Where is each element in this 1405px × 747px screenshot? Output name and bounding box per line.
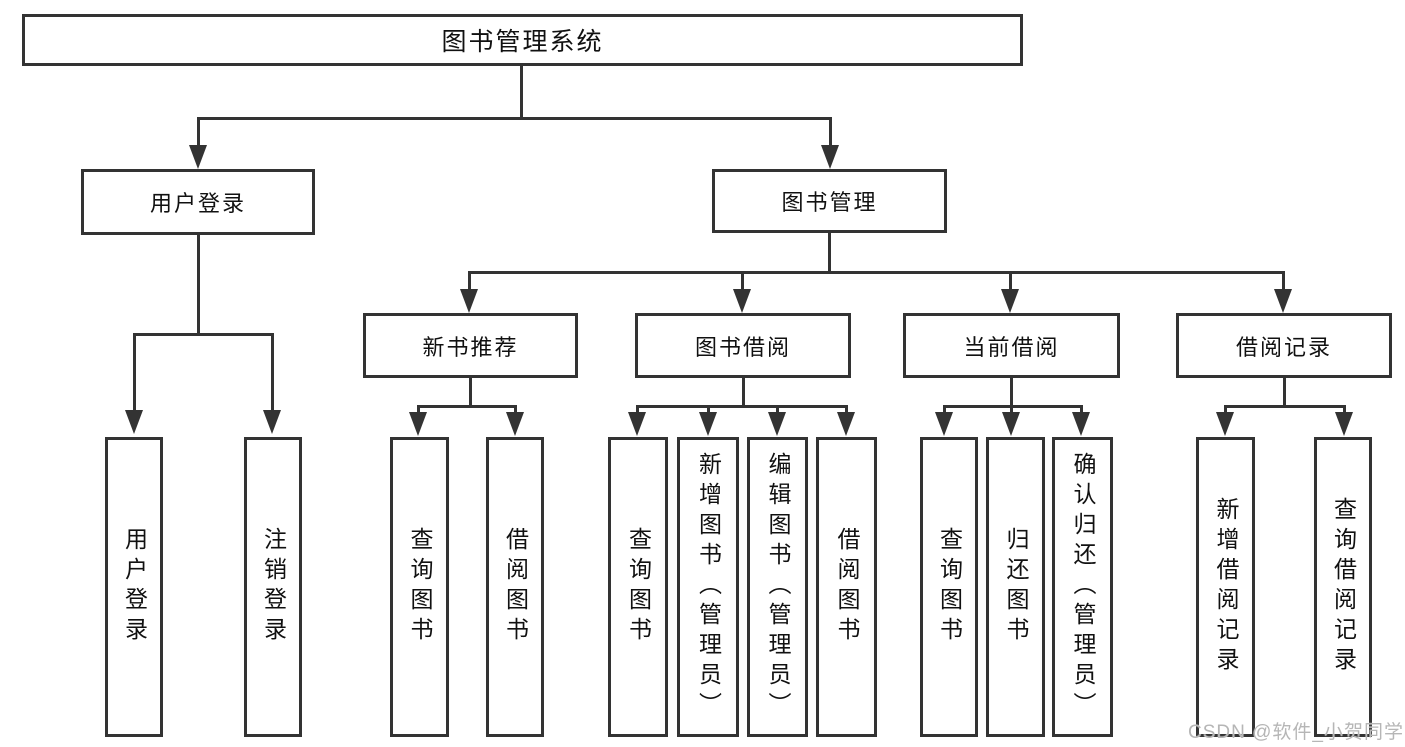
connector-arrow-down [409,412,427,436]
leaf-label: 确认归还（管理员） [1070,452,1096,722]
connector-line [468,271,1285,274]
connector-line [469,378,472,407]
leaf-query-books-recommend: 查询图书 [390,437,449,737]
leaf-add-books-admin: 新增图书（管理员） [677,437,739,737]
leaf-query-books-current: 查询图书 [920,437,978,737]
connector-arrow-down [1001,289,1019,313]
leaf-return-books: 归还图书 [986,437,1045,737]
connector-arrow-down [821,145,839,169]
connector-arrow-down [1216,412,1234,436]
leaf-label: 新增借阅记录 [1213,497,1239,677]
connector-line [133,333,274,336]
leaf-edit-books-admin: 编辑图书（管理员） [747,437,808,737]
connector-line [742,378,745,407]
connector-line [1009,271,1012,293]
node-book-borrow-label: 图书借阅 [694,334,791,360]
node-root-label: 图书管理系统 [441,28,604,56]
connector-line [1010,405,1013,415]
connector-arrow-down [1274,289,1292,313]
connector-line [828,233,831,273]
connector-line [197,117,832,120]
leaf-add-borrow-record: 新增借阅记录 [1196,437,1255,737]
connector-arrow-down [1335,412,1353,436]
connector-line [468,271,471,293]
leaf-user-login: 用户登录 [105,437,163,737]
connector-line [776,405,779,415]
connector-line [271,333,274,411]
connector-line [943,405,1083,408]
connector-line [1080,405,1083,415]
leaf-label: 查询借阅记录 [1330,497,1357,677]
node-borrow-records-label: 借阅记录 [1235,334,1332,360]
connector-arrow-down [935,412,953,436]
connector-line [1283,378,1286,407]
leaf-label: 归还图书 [1003,527,1029,647]
connector-line [1224,405,1346,408]
connector-arrow-down [733,289,751,313]
connector-line [133,333,136,411]
leaf-confirm-return-admin: 确认归还（管理员） [1052,437,1113,737]
connector-arrow-down [263,410,281,434]
connector-line [1224,405,1227,415]
connector-line [845,405,848,415]
connector-line [1282,271,1285,293]
node-borrow-records: 借阅记录 [1176,313,1392,378]
connector-line [707,405,710,415]
leaf-label: 编辑图书（管理员） [765,452,791,722]
connector-line [520,66,523,119]
leaf-query-borrow-record: 查询借阅记录 [1314,437,1372,737]
connector-line [636,405,639,415]
connector-line [829,117,832,147]
leaf-label: 新增图书（管理员） [695,452,722,722]
node-root: 图书管理系统 [22,14,1023,66]
node-current-borrow: 当前借阅 [903,313,1120,378]
connector-arrow-down [189,145,207,169]
node-book-borrow: 图书借阅 [635,313,851,378]
connector-arrow-down [1002,412,1020,436]
leaf-label: 查询图书 [936,527,963,647]
connector-line [636,405,848,408]
connector-line [417,405,420,415]
connector-arrow-down [628,412,646,436]
connector-line [1343,405,1346,415]
leaf-label: 查询图书 [625,527,652,647]
connector-arrow-down [837,412,855,436]
connector-arrow-down [506,412,524,436]
connector-line [1010,378,1013,407]
leaf-user-login-label: 用户登录 [121,527,148,647]
node-book-management: 图书管理 [712,169,947,233]
leaf-label: 借阅图书 [834,527,860,647]
leaf-borrow-books-recommend: 借阅图书 [486,437,544,737]
leaf-logout-label: 注销登录 [260,527,287,647]
connector-line [197,117,200,147]
connector-line [943,405,946,415]
csdn-watermark: CSDN @软件_小贺同学 [1188,722,1404,743]
connector-line [741,271,744,293]
connector-arrow-down [768,412,786,436]
node-current-borrow-label: 当前借阅 [963,334,1060,360]
connector-arrow-down [460,289,478,313]
connector-arrow-down [1072,412,1090,436]
node-new-book-recommend: 新书推荐 [363,313,578,378]
leaf-label: 查询图书 [407,527,433,647]
connector-line [514,405,517,415]
leaf-label: 借阅图书 [502,527,529,647]
node-user-login: 用户登录 [81,169,315,235]
node-new-book-recommend-label: 新书推荐 [422,334,519,360]
leaf-borrow-books: 借阅图书 [816,437,877,737]
connector-arrow-down [699,412,717,436]
connector-line [197,235,200,335]
node-book-management-label: 图书管理 [781,190,878,215]
leaf-query-books-borrow: 查询图书 [608,437,668,737]
node-user-login-label: 用户登录 [149,191,246,216]
connector-arrow-down [125,410,143,434]
leaf-logout: 注销登录 [244,437,302,737]
connector-line [417,405,517,408]
